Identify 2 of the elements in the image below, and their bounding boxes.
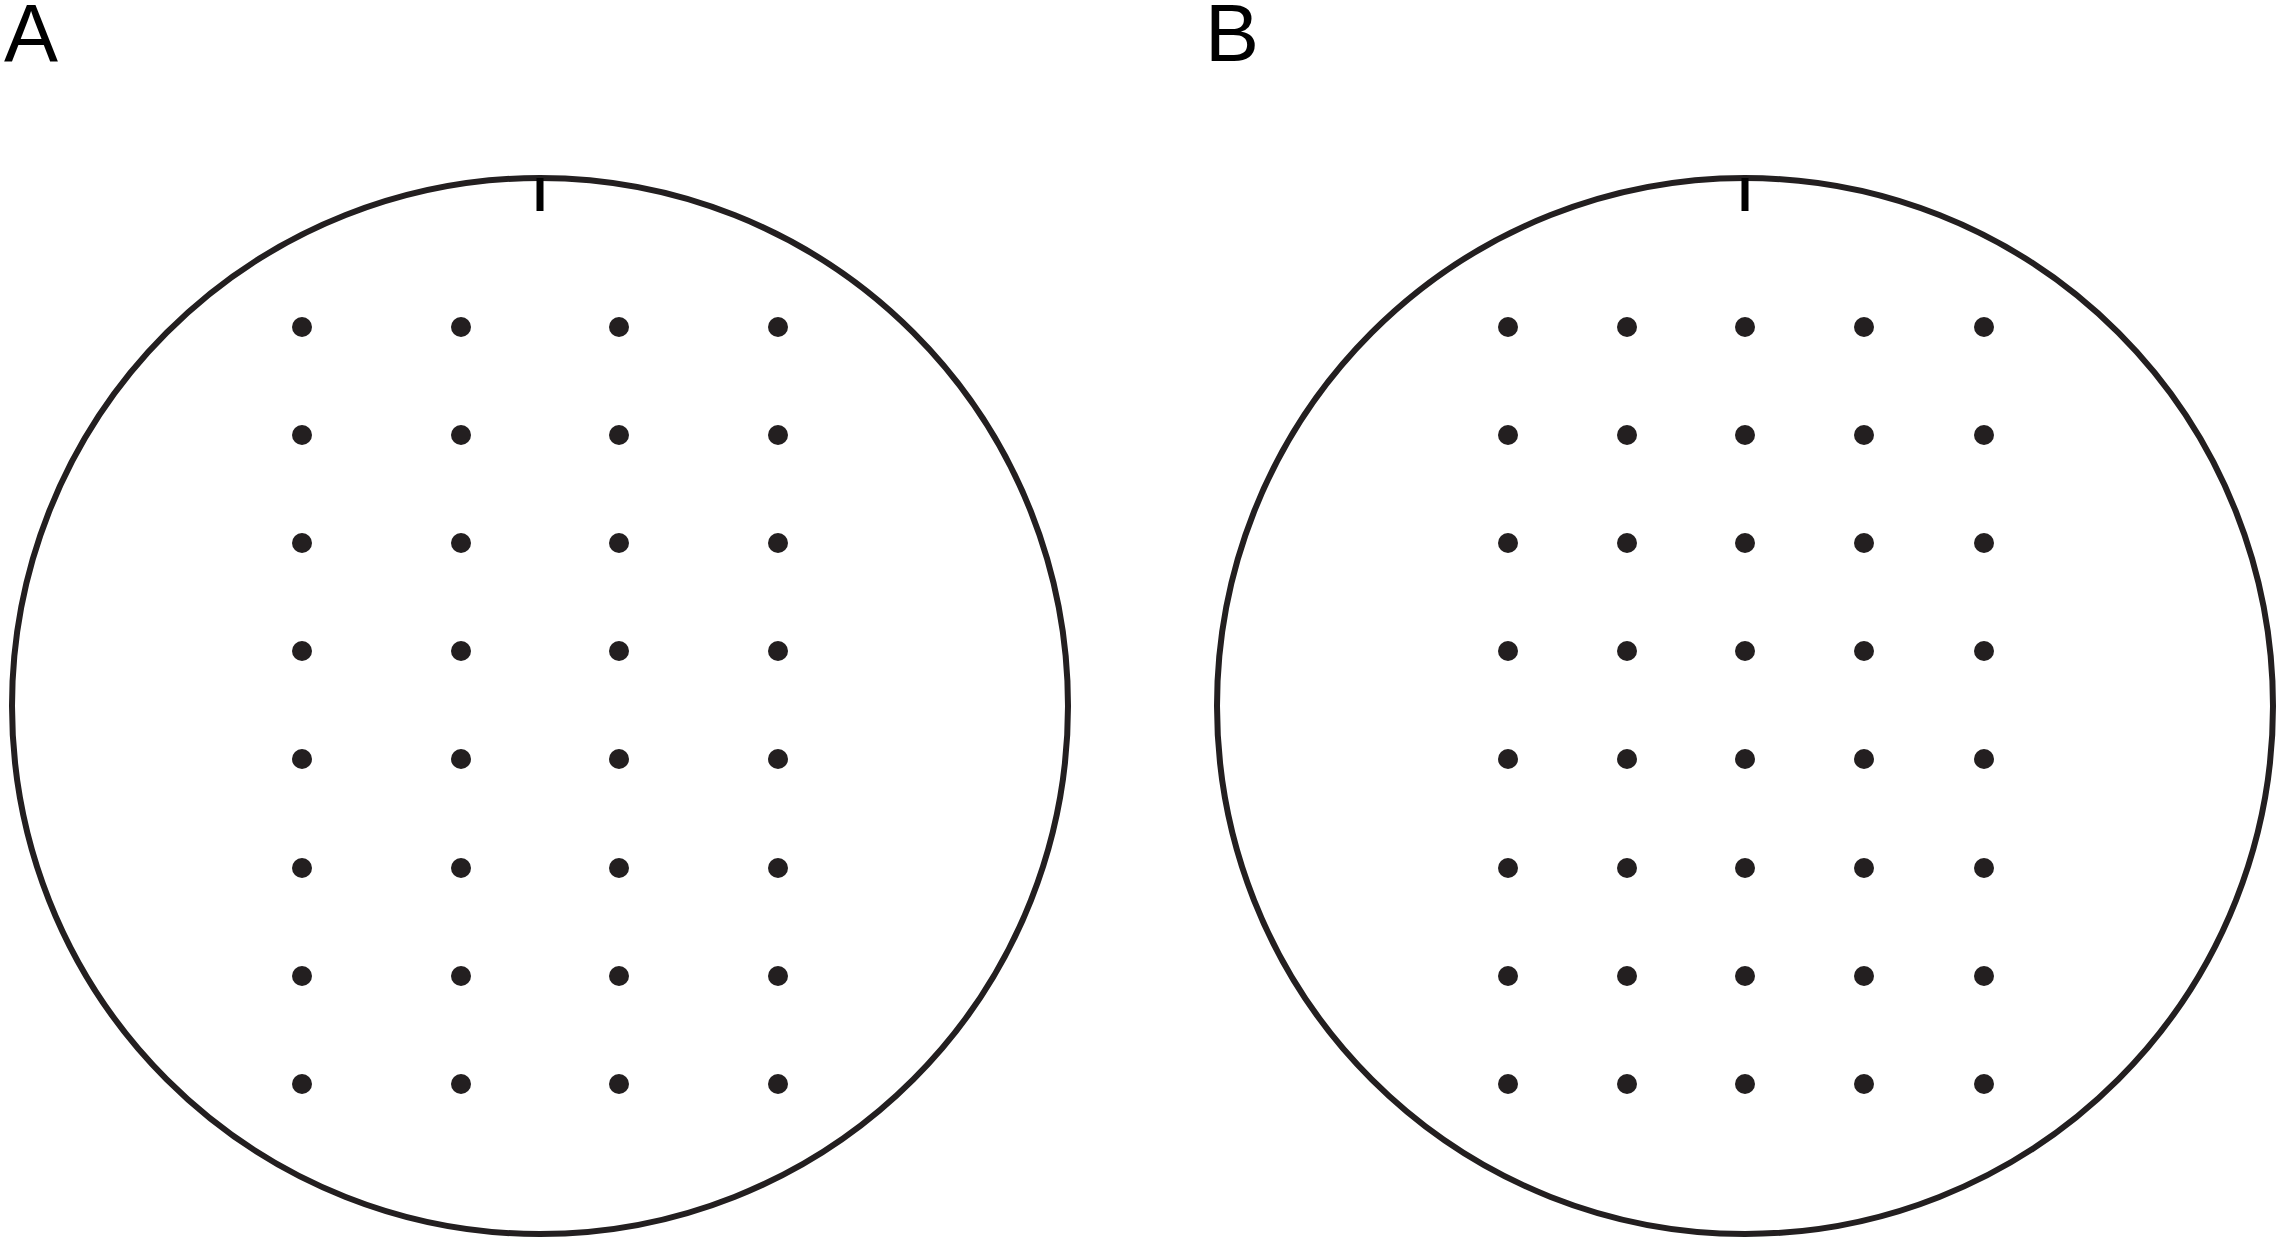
panel-label: B <box>1205 0 1260 74</box>
panel-label: A <box>4 0 59 74</box>
